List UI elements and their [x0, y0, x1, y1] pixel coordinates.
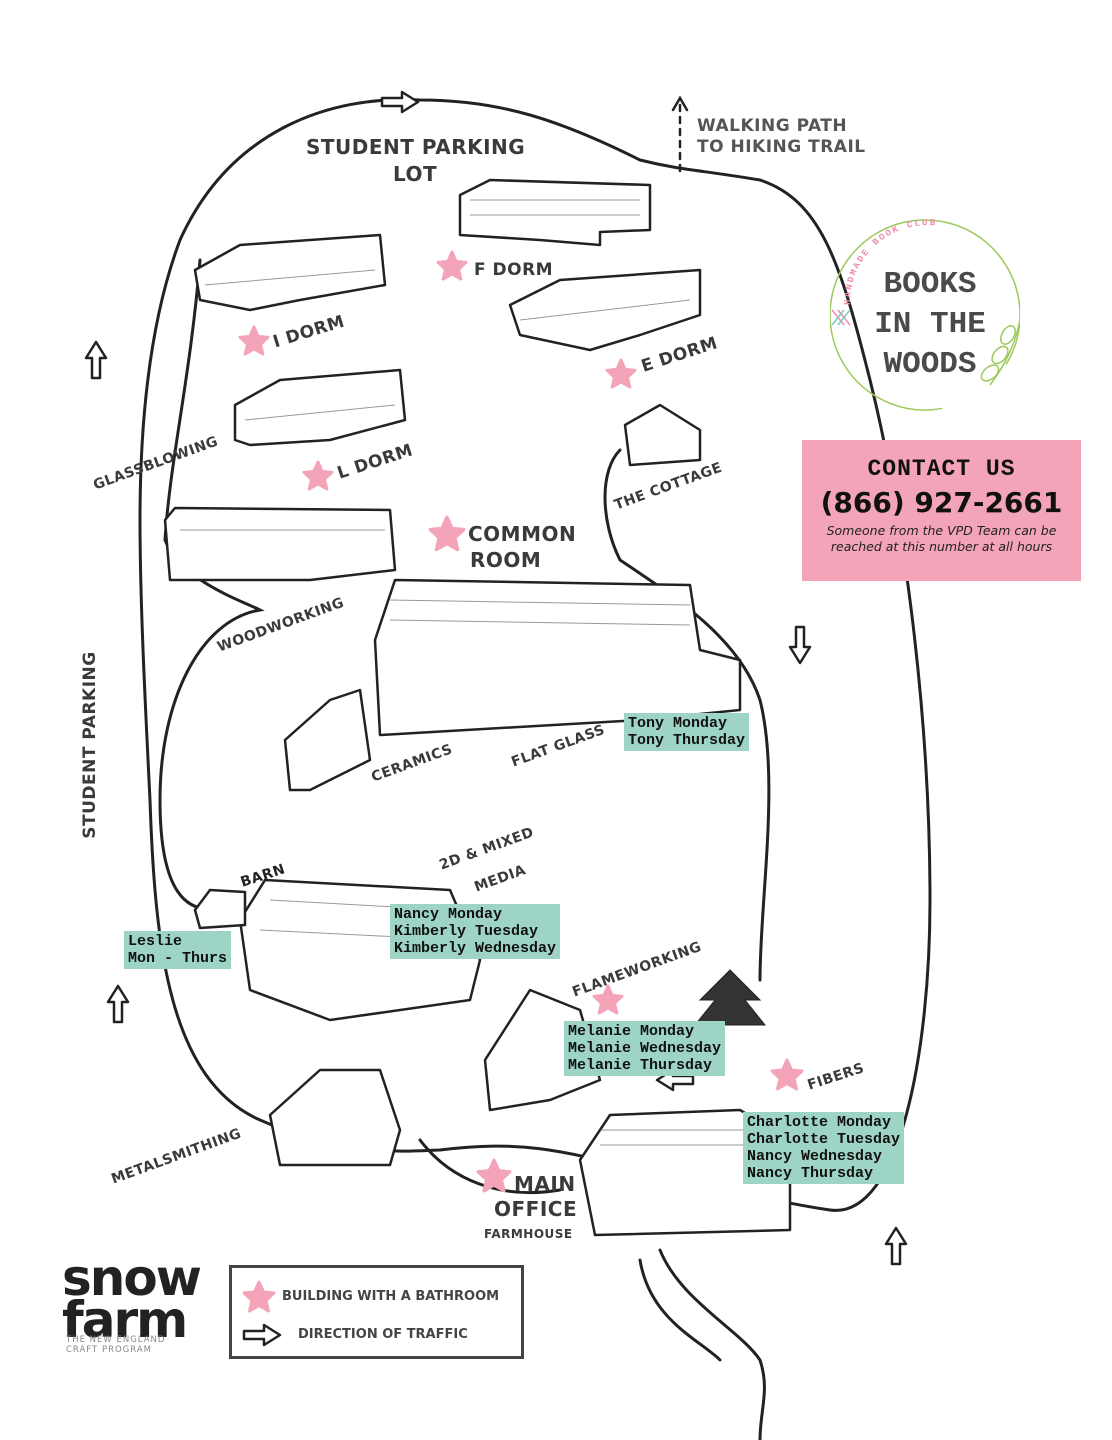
- label-student-parking-lot: STUDENT PARKING: [306, 135, 526, 159]
- logo-circle: HANDMADE BOOK CLUB: [829, 218, 1021, 411]
- contact-phone[interactable]: (866) 927-2661: [820, 486, 1063, 519]
- bathroom-star-icon: [242, 1280, 276, 1313]
- star-fibers: [770, 1058, 804, 1091]
- inner-road: [158, 258, 771, 1195]
- star-i-dorm: [238, 325, 270, 356]
- brand-tagline-1: THE NEW ENGLAND: [66, 1335, 166, 1345]
- driveway: [638, 1248, 766, 1440]
- books-in-the-woods-logo: HANDMADE BOOK CLUB BOOKS IN THE WOODS: [829, 205, 1021, 415]
- logo-line-3: WOODS: [883, 347, 977, 382]
- tree: [693, 969, 767, 1026]
- f-dorm-building: [458, 178, 652, 247]
- leaf-icon: [980, 319, 1021, 386]
- schedule-flat-glass: Tony Monday Tony Thursday: [624, 713, 750, 751]
- logo-title: BOOKS IN THE WOODS: [850, 265, 1010, 385]
- metalsmithing-building: [268, 1068, 402, 1167]
- contact-note: Someone from the VPD Team can be reached…: [826, 523, 1057, 554]
- star-e-dorm: [605, 358, 637, 389]
- cross-stitch-icon: [831, 309, 851, 326]
- label-student-parking: STUDENT PARKING: [80, 651, 100, 839]
- i-dorm-building: [193, 233, 387, 312]
- label-walking-path: WALKING PATH: [697, 116, 848, 136]
- schedule-flameworking: Melanie Monday Melanie Wednesday Melanie…: [564, 1021, 726, 1076]
- traffic-arrow-icon: [242, 1323, 282, 1347]
- ceramics-building: [283, 688, 372, 792]
- label-common-room-2: ROOM: [470, 548, 542, 572]
- star-l-dorm: [302, 460, 334, 491]
- cottage-building: [623, 403, 702, 467]
- contact-title: CONTACT US: [867, 456, 1016, 482]
- legend-traffic: DIRECTION OF TRAFFIC: [298, 1327, 468, 1342]
- brand-tagline: THE NEW ENGLAND CRAFT PROGRAM: [66, 1335, 165, 1355]
- star-f-dorm: [436, 250, 468, 281]
- legend-bathroom: BUILDING WITH A BATHROOM: [282, 1289, 500, 1304]
- l-dorm-building: [233, 368, 407, 447]
- label-walking-path-2: TO HIKING TRAIL: [697, 137, 866, 157]
- star-common-room: [428, 515, 466, 552]
- flameworking-building: [483, 988, 602, 1112]
- logo-line-2: IN THE: [874, 307, 986, 342]
- brand-line-2: farm: [62, 1291, 188, 1349]
- label-main-office: MAIN: [514, 1172, 576, 1196]
- label-f-dorm: F DORM: [474, 260, 554, 280]
- main-road: [138, 98, 932, 1212]
- label-student-parking-lot-2: LOT: [393, 162, 438, 186]
- map-legend: BUILDING WITH A BATHROOM DIRECTION OF TR…: [229, 1265, 524, 1359]
- label-common-room: COMMON: [468, 522, 577, 546]
- label-main-office-2: OFFICE: [494, 1197, 578, 1221]
- brand-tagline-2: CRAFT PROGRAM: [66, 1345, 152, 1355]
- label-farmhouse: FARMHOUSE: [484, 1227, 573, 1241]
- snow-farm-logo: snow farm: [62, 1249, 202, 1349]
- schedule-mixed-media: Nancy Monday Kimberly Tuesday Kimberly W…: [390, 904, 561, 959]
- schedule-barn: Leslie Mon - Thurs: [124, 931, 232, 969]
- common-room-building: [373, 578, 742, 737]
- brand-line-1: snow: [62, 1249, 202, 1307]
- logo-line-1: BOOKS: [883, 267, 977, 302]
- barn-shed: [193, 888, 247, 930]
- contact-card: CONTACT US (866) 927-2661 Someone from t…: [802, 440, 1081, 581]
- glassblowing-building: [163, 506, 397, 582]
- schedule-fibers: Charlotte Monday Charlotte Tuesday Nancy…: [743, 1112, 905, 1184]
